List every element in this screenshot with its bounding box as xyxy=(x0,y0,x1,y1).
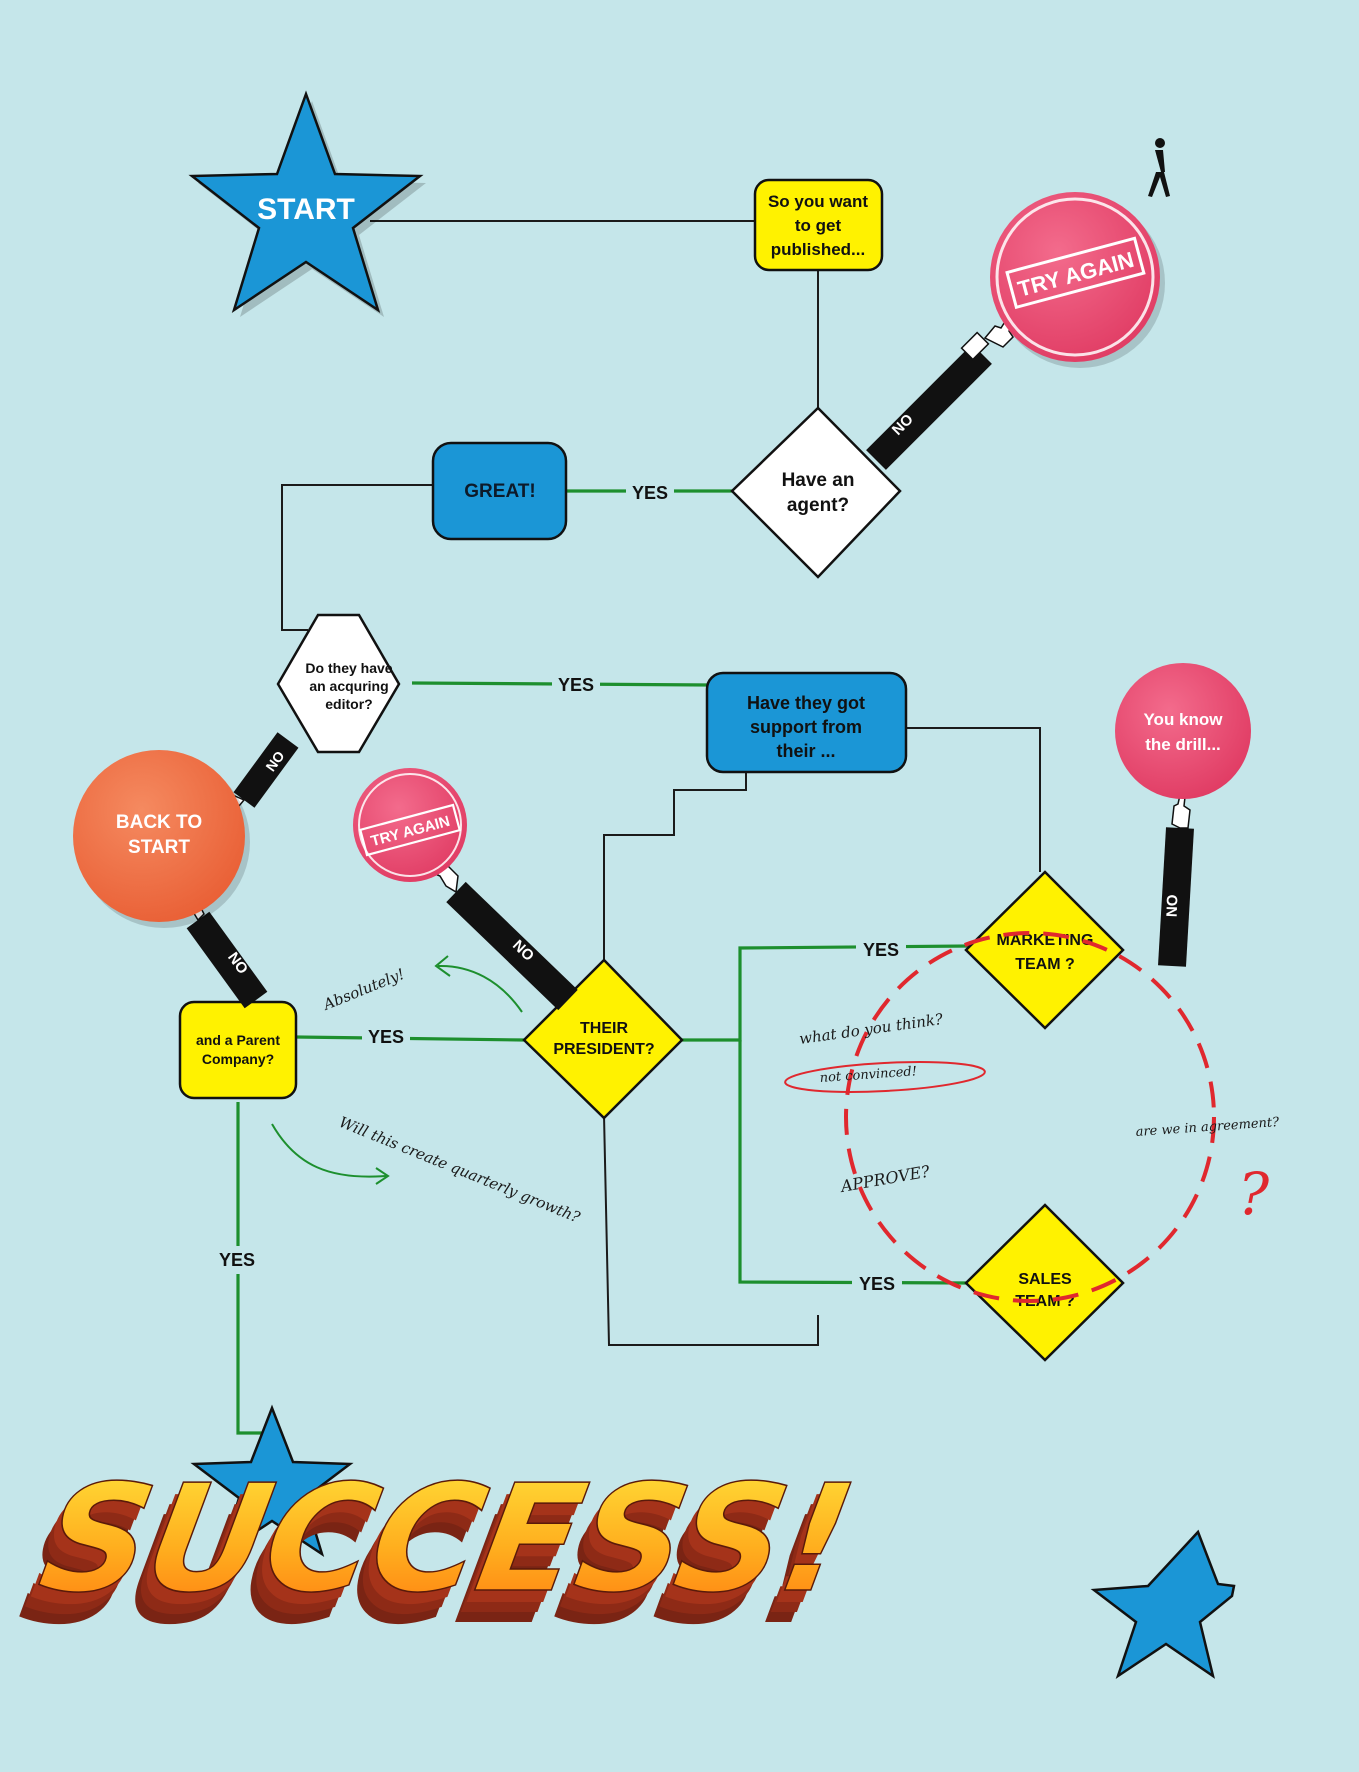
success-shadow-3: SUCCESS! xyxy=(10,1486,845,1658)
node-support-line3: their ... xyxy=(776,741,835,761)
node-support[interactable]: Have they got support from their ... xyxy=(705,671,908,774)
node-great[interactable]: GREAT! xyxy=(431,441,568,541)
svg-text:So you want: So you want xyxy=(768,192,868,211)
note-not-convinced: not convinced! xyxy=(819,1064,917,1086)
drill-line2: the drill... xyxy=(1145,735,1221,754)
start-label: START xyxy=(257,193,355,226)
no-arm-drill: NO xyxy=(1158,784,1194,967)
node-editor-line2: an acquring xyxy=(309,678,388,694)
success-label: SUCCESS! xyxy=(29,1454,864,1626)
node-parent[interactable]: and a Parent Company? xyxy=(178,1000,298,1100)
note-growth: Will this create quarterly growth? xyxy=(337,1113,584,1227)
node-president-line1: THEIR xyxy=(580,1020,628,1037)
back-to-start-line2: START xyxy=(128,837,190,858)
handwritten-notes: Absolutely! Will this create quarterly g… xyxy=(271,955,1281,1228)
edge-label-yes-marketing: YES xyxy=(863,940,899,960)
note-question-mark: ? xyxy=(1238,1160,1270,1228)
star-shape xyxy=(188,90,424,313)
node-marketing[interactable]: MARKETING TEAM ? xyxy=(964,870,1125,1030)
node-editor[interactable]: Do they have an acquring editor? xyxy=(276,613,401,754)
edge-label-yes-down: YES xyxy=(219,1250,255,1270)
node-parent-line1: and a Parent xyxy=(196,1032,280,1048)
start-star[interactable]: START xyxy=(188,90,426,317)
success-shadow-1: SUCCESS! xyxy=(21,1466,856,1638)
success-shadow-2: SUCCESS! xyxy=(15,1476,850,1648)
note-absolutely: Absolutely! xyxy=(319,965,407,1015)
back-to-start-line1: BACK TO xyxy=(116,812,202,833)
node-published[interactable]: So you want to get published... xyxy=(753,178,884,272)
node-published-line3: published... xyxy=(771,240,865,259)
sticker-try-again-big[interactable]: TRY AGAIN xyxy=(990,138,1170,368)
connector-lines xyxy=(281,220,1041,1346)
node-president[interactable]: THEIR PRESIDENT? xyxy=(522,958,684,1120)
walking-man-icon xyxy=(1148,138,1170,197)
node-marketing-line2: TEAM ? xyxy=(1015,956,1075,973)
red-dashed-circle xyxy=(844,931,1216,1303)
cuff-icon xyxy=(960,331,990,361)
success-title: SUCCESS! SUCCESS! SUCCESS! SUCCESS! xyxy=(10,1453,865,1658)
node-support-line2: support from xyxy=(750,717,862,737)
node-parent-line2: Company? xyxy=(202,1051,274,1067)
node-support-line1: Have they got xyxy=(747,693,865,713)
sticker-try-again-small[interactable]: TRY AGAIN xyxy=(353,768,467,882)
edge-label-yes-sales: YES xyxy=(859,1274,895,1294)
node-agent[interactable]: Have an agent? xyxy=(730,406,902,579)
no-arm-president: NO xyxy=(424,862,578,1011)
note-agreement: are we in agreement? xyxy=(1135,1115,1280,1140)
success-star-right xyxy=(1090,1529,1236,1680)
node-marketing-line1: MARKETING xyxy=(997,932,1094,949)
success-star-left xyxy=(190,1404,354,1557)
edge-label-yes-editor: YES xyxy=(558,675,594,695)
no-label-drill: NO xyxy=(1164,894,1182,917)
node-great-label: GREAT! xyxy=(464,481,535,502)
node-president-line2: PRESIDENT? xyxy=(553,1041,654,1058)
edge-labels: YES YES YES YES YES YES xyxy=(212,478,906,1298)
sticker-back-to-start[interactable]: BACK TO START xyxy=(73,750,250,928)
node-published-line2: to get xyxy=(795,216,842,235)
edge-label-yes-parent: YES xyxy=(368,1027,404,1047)
node-published-line1: So you want xyxy=(768,192,868,211)
no-arm-agent: NO xyxy=(866,304,1020,470)
node-agent-line1: Have an xyxy=(782,470,855,491)
note-think: what do you think? xyxy=(798,1010,945,1048)
edge-label-yes-agent: YES xyxy=(632,483,668,503)
node-sales[interactable]: SALES TEAM ? xyxy=(964,1203,1125,1362)
node-sales-line1: SALES xyxy=(1018,1271,1072,1288)
sticker-drill[interactable]: You know the drill... xyxy=(1115,663,1251,799)
node-editor-line3: editor? xyxy=(325,696,372,712)
node-editor-line1: Do they have xyxy=(305,660,392,676)
drill-line1: You know xyxy=(1143,710,1223,729)
node-agent-line2: agent? xyxy=(787,495,849,516)
